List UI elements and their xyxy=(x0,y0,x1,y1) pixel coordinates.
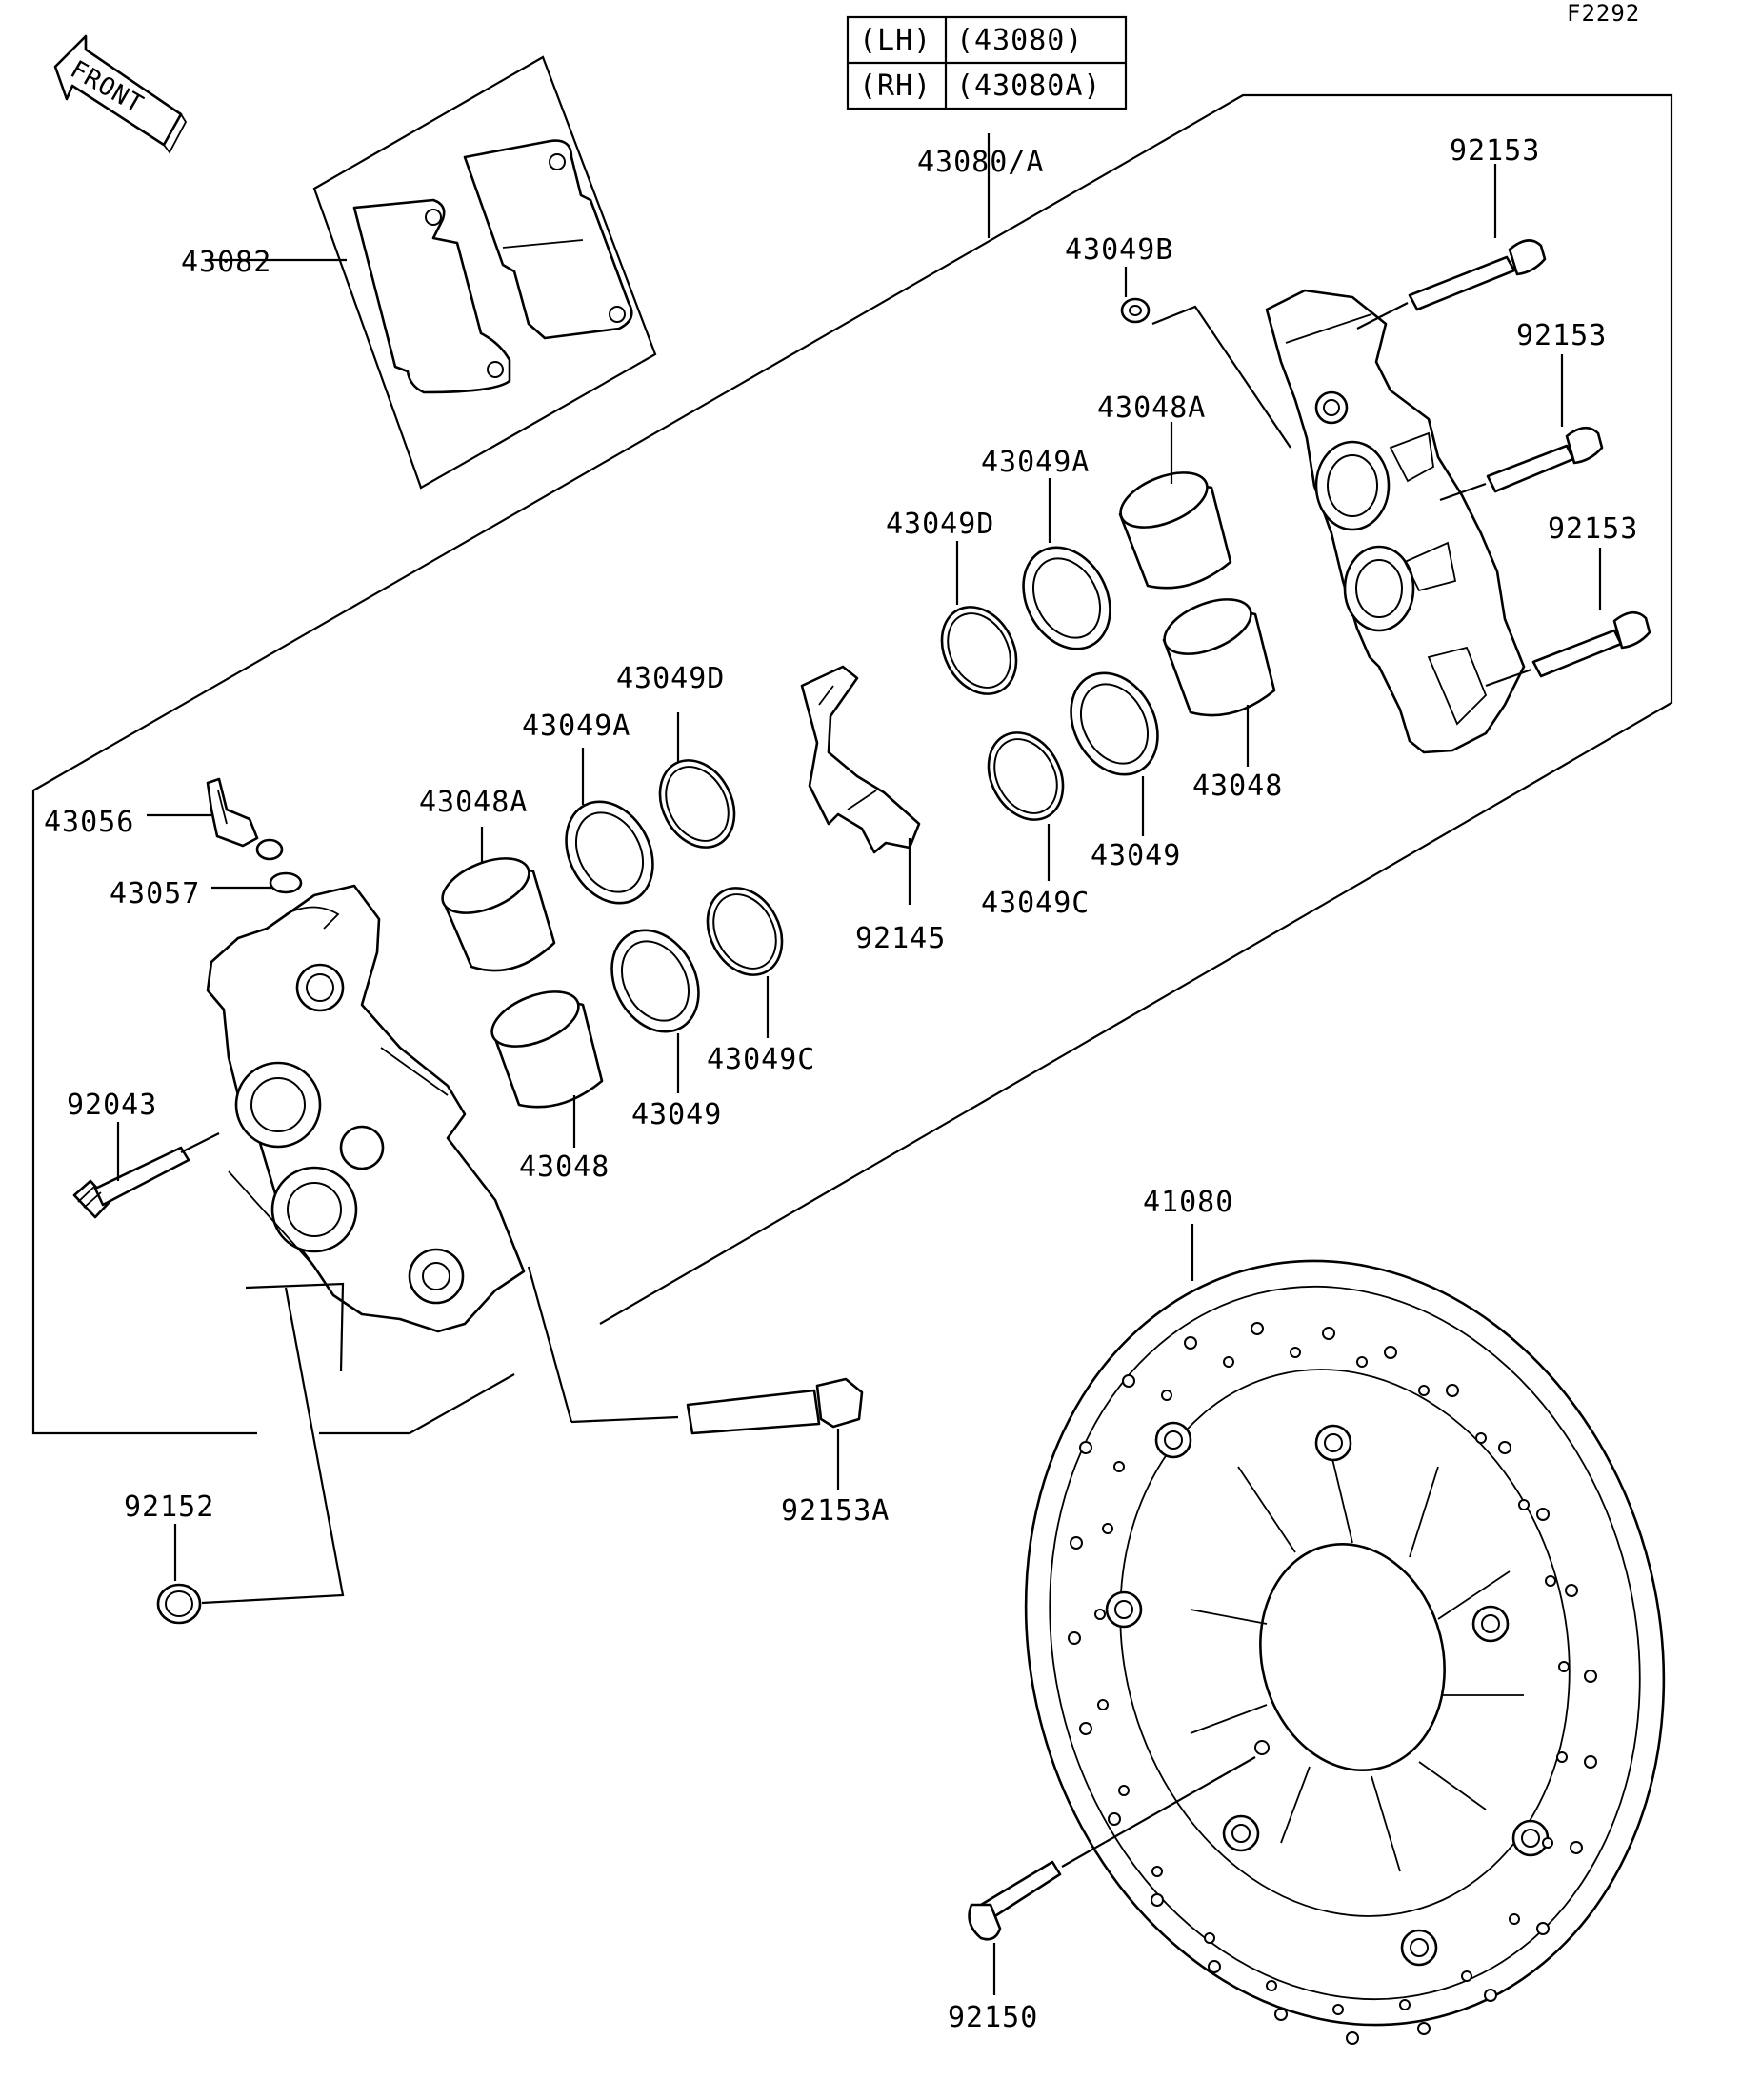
label-92153-1: 92153 xyxy=(1450,134,1540,168)
brake-pads xyxy=(210,55,657,490)
label-43057: 43057 xyxy=(110,877,200,910)
label-43049c-right: 43049C xyxy=(981,887,1090,920)
pin-cap xyxy=(156,1282,345,1625)
bleeder-valve xyxy=(147,777,259,848)
label-43048-right: 43048 xyxy=(1192,770,1283,803)
label-43056: 43056 xyxy=(44,806,134,839)
label-43048a-left: 43048A xyxy=(419,786,528,819)
pad-spring xyxy=(800,665,921,905)
disc-bolt xyxy=(968,1756,1256,1995)
piston-seal-group-right xyxy=(940,422,1276,881)
model-table: (LH) (43080) (RH) (43080A) xyxy=(846,15,1128,110)
slide-pin xyxy=(72,1122,220,1219)
piston-seal-group-left xyxy=(441,712,784,1148)
disc-rivets xyxy=(1105,1421,1550,1967)
label-43049d-left: 43049D xyxy=(616,662,725,695)
table-part-rh: (43080A) xyxy=(956,70,1102,103)
label-43049d-right: 43049D xyxy=(886,508,994,541)
table-side-rh: (RH) xyxy=(859,70,931,103)
caliper-assembly-outline xyxy=(31,93,1673,1435)
caliper-bolt-a xyxy=(527,1266,864,1490)
label-92043: 92043 xyxy=(67,1089,157,1122)
caliper-bolt-3 xyxy=(1485,548,1651,688)
caliper-bolt-2 xyxy=(1439,354,1604,502)
brake-disc xyxy=(1024,1224,1666,2045)
right-caliper-body xyxy=(1265,289,1526,754)
table-side-lh: (LH) xyxy=(859,24,931,57)
label-43049-right: 43049 xyxy=(1091,839,1181,872)
front-arrow-icon: FRONT xyxy=(53,34,188,154)
label-43049-left: 43049 xyxy=(631,1098,722,1131)
label-43049b: 43049B xyxy=(1065,233,1173,267)
label-92153-2: 92153 xyxy=(1516,319,1607,352)
label-43048a-right: 43048A xyxy=(1097,391,1206,425)
label-92153a: 92153A xyxy=(781,1494,890,1528)
label-43049a-left: 43049A xyxy=(522,710,630,743)
table-part-lh: (43080) xyxy=(956,24,1083,57)
caliper-bolt-1 xyxy=(1356,164,1547,330)
label-43082: 43082 xyxy=(181,246,271,279)
label-43048-left: 43048 xyxy=(519,1150,610,1184)
disc-vent-holes xyxy=(1068,1322,1597,2045)
figure-id: F2292 xyxy=(1567,0,1640,27)
label-43080-a: 43080/A xyxy=(917,146,1044,179)
label-92153-3: 92153 xyxy=(1548,512,1638,546)
label-43049a-right: 43049A xyxy=(981,446,1090,479)
label-92145: 92145 xyxy=(855,922,946,955)
part-labels: 43080/A 43082 43056 43057 92043 92153A 9… xyxy=(44,134,1638,2034)
bushing xyxy=(1120,267,1291,449)
left-caliper-body xyxy=(206,884,526,1333)
label-41080: 41080 xyxy=(1143,1186,1233,1219)
label-43049c-left: 43049C xyxy=(707,1043,815,1076)
label-92150: 92150 xyxy=(948,2001,1038,2034)
bleeder-cap xyxy=(211,838,303,894)
label-92152: 92152 xyxy=(124,1490,214,1524)
